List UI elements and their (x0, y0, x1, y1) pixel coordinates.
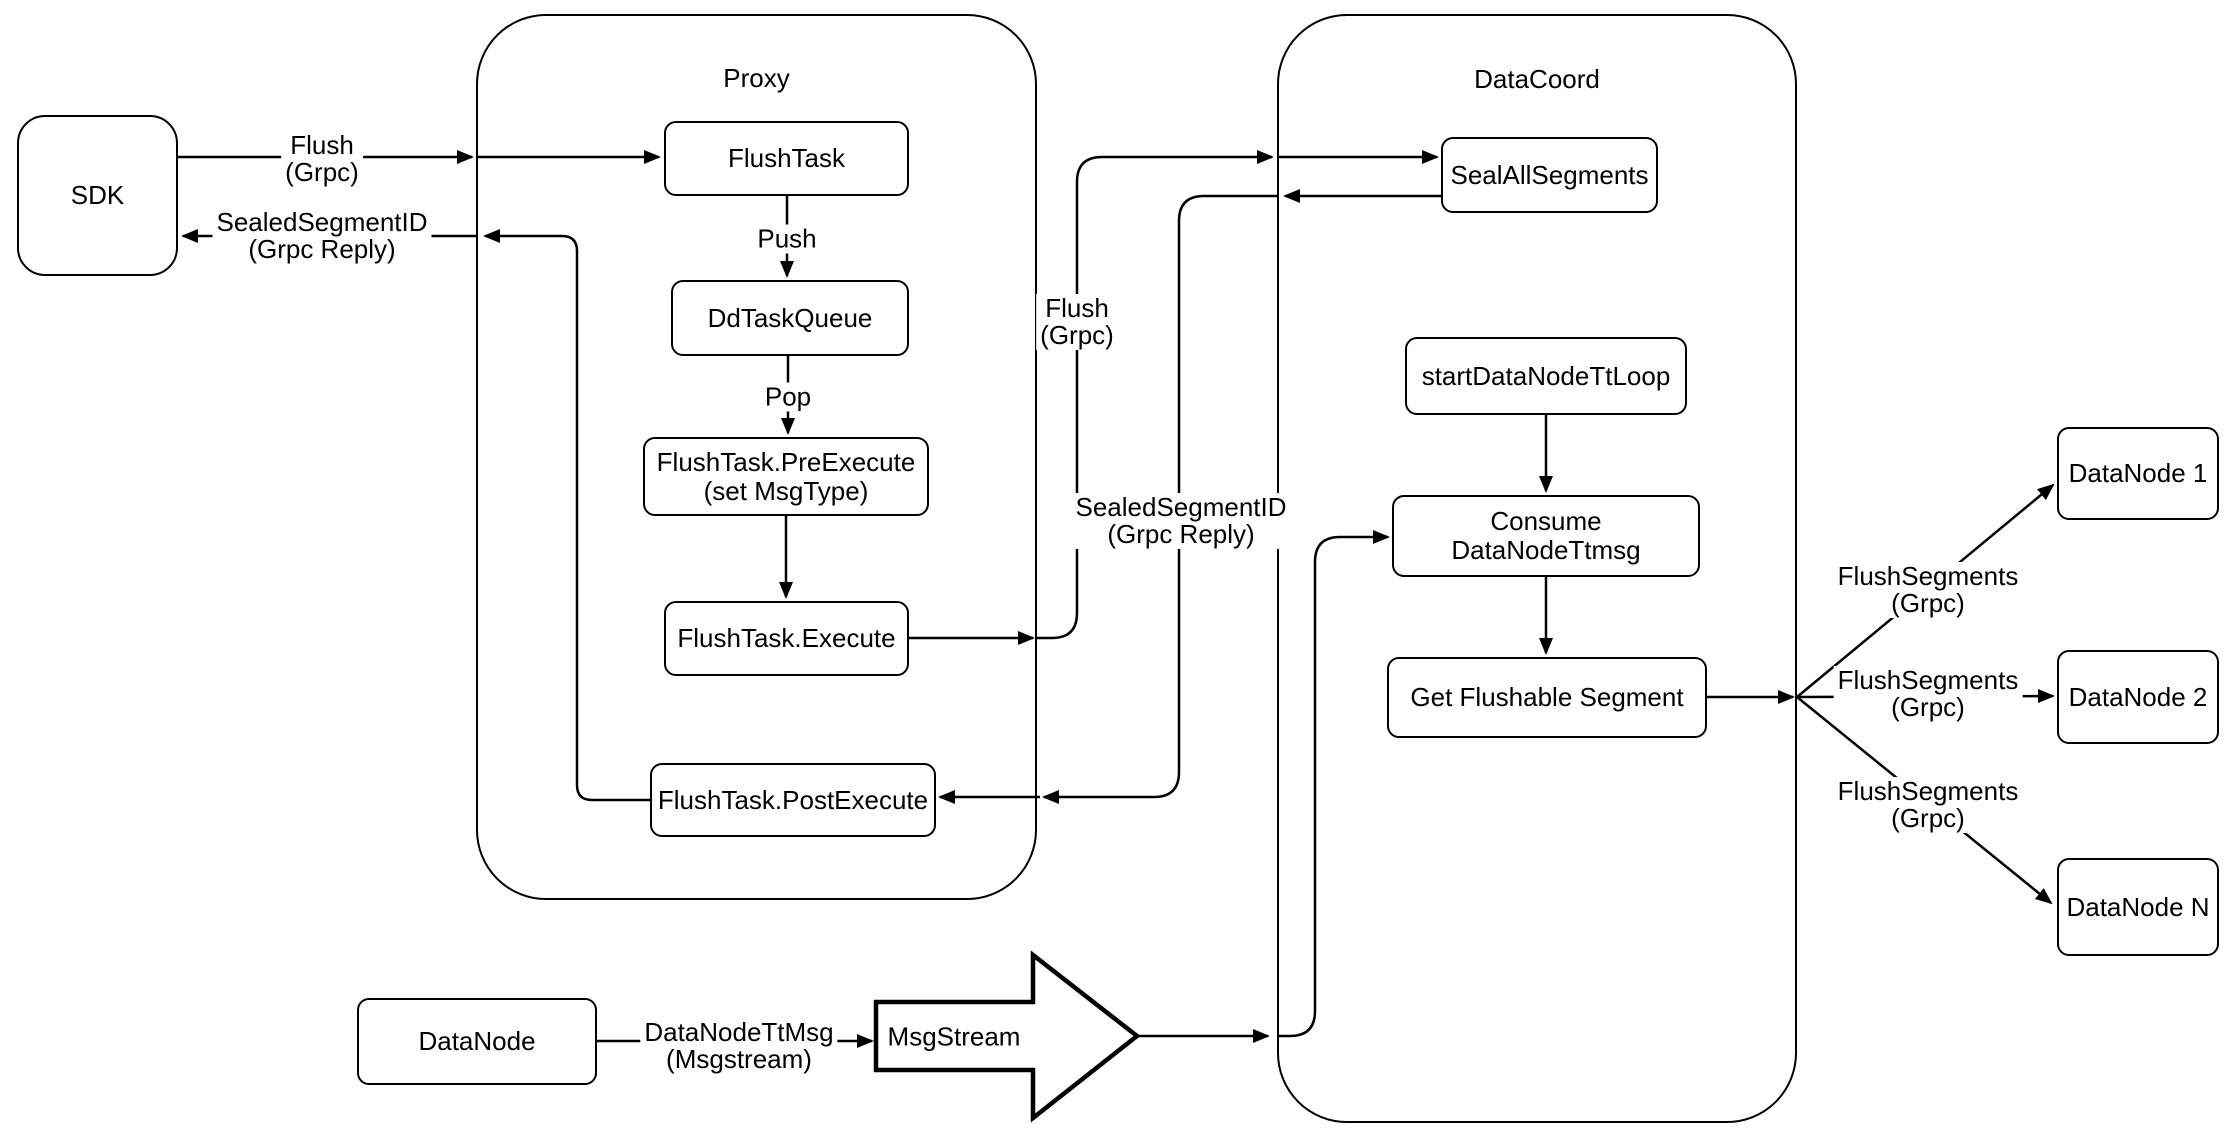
edge-label-datanodettmsg: DataNodeTtMsg (Msgstream) (640, 1018, 838, 1074)
node-execute: FlushTask.Execute (664, 601, 909, 676)
edge-label-push: Push (753, 224, 821, 254)
node-consume-datanodettmsg: Consume DataNodeTtmsg (1392, 495, 1700, 577)
node-datanode-n: DataNode N (2057, 858, 2219, 956)
edge-proxy-to-datacoord (1037, 150, 1274, 640)
datacoord-title: DataCoord (1474, 64, 1600, 94)
edge-label-flushsegments-1: FlushSegments (Grpc) (1833, 562, 2023, 618)
node-datanode: DataNode (357, 998, 597, 1085)
msgstream-arrow-shape (873, 950, 1141, 1123)
edge-postexecute-to-proxy (483, 229, 650, 802)
edge-label-flushsegments-2: FlushSegments (Grpc) (1833, 666, 2023, 722)
node-preexecute-line1: FlushTask.PreExecute (656, 446, 916, 477)
node-startdatanodettloop: startDataNodeTtLoop (1405, 337, 1687, 415)
edge-datacoord-to-consume (1278, 530, 1390, 1038)
container-proxy (476, 14, 1037, 900)
node-preexecute-line2: (set MsgType) (703, 475, 869, 506)
edge-label-flush-grpc-left: Flush (Grpc) (281, 131, 363, 187)
edge-label-flush-grpc-mid: Flush (Grpc) (1036, 294, 1118, 350)
msgstream-label: MsgStream (887, 1021, 1021, 1052)
node-flushtask: FlushTask (664, 121, 909, 196)
container-datacoord (1277, 14, 1797, 1123)
edge-label-pop: Pop (760, 382, 816, 412)
node-preexecute: FlushTask.PreExecute (set MsgType) (643, 437, 929, 516)
node-getflushablesegment: Get Flushable Segment (1387, 657, 1707, 738)
node-postexecute: FlushTask.PostExecute (650, 763, 936, 837)
node-datanode-1: DataNode 1 (2057, 427, 2219, 520)
proxy-title: Proxy (723, 63, 790, 93)
edge-label-sealed-reply-mid: SealedSegmentID (Grpc Reply) (1071, 493, 1291, 549)
node-sealallsegments: SealAllSegments (1441, 137, 1658, 213)
node-sdk: SDK (17, 115, 178, 276)
edge-label-flushsegments-3: FlushSegments (Grpc) (1833, 777, 2023, 833)
node-ddtaskqueue: DdTaskQueue (671, 280, 909, 356)
node-datanode-2: DataNode 2 (2057, 650, 2219, 744)
edge-label-sealed-reply-left: SealedSegmentID (Grpc Reply) (212, 208, 432, 264)
